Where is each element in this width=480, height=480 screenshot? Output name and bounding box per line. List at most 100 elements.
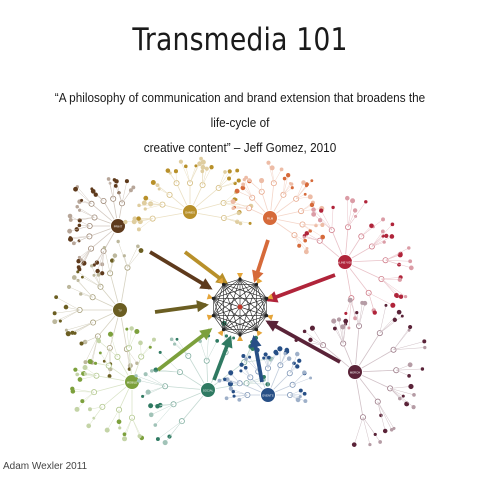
cluster-leaf <box>76 278 80 283</box>
cluster-leaf <box>77 208 82 212</box>
cluster-leaf <box>116 419 122 425</box>
cluster-twig <box>128 328 132 348</box>
cluster-leaf <box>79 292 83 296</box>
cluster-leaf <box>148 412 154 418</box>
cluster-twig <box>396 369 410 377</box>
cluster-twig <box>396 364 411 371</box>
cluster-leaf <box>237 397 242 402</box>
cluster-leaf <box>113 184 118 188</box>
slide-title: Transmedia 101 <box>132 22 348 58</box>
cluster-twig <box>112 179 115 199</box>
cluster-center-node <box>200 382 216 398</box>
cluster-leaf <box>407 328 411 332</box>
cluster-twig <box>223 217 251 224</box>
cluster-twig <box>310 339 324 346</box>
cluster-twig <box>176 339 189 357</box>
cluster-twig <box>151 404 174 416</box>
cluster-leaf <box>345 195 350 201</box>
cluster-leaf <box>162 439 168 446</box>
cluster-online-video: ONLINE VIDEO <box>302 195 414 330</box>
cluster-twig <box>389 388 404 397</box>
cluster-leaf <box>90 264 94 268</box>
cluster-leaf <box>92 263 96 267</box>
arrow-merchandise <box>265 320 341 364</box>
cluster-leaf <box>303 399 308 404</box>
cluster-twig <box>271 167 275 184</box>
cluster-twig <box>371 241 385 247</box>
cluster-leaf <box>98 351 102 355</box>
cluster-leaf <box>70 330 75 335</box>
cluster-twig <box>70 236 90 238</box>
cluster-leaf <box>138 248 144 253</box>
cluster-leaf <box>75 205 79 209</box>
cluster-twig <box>77 186 92 204</box>
cluster-leaf <box>86 423 92 429</box>
cluster-leaf <box>74 406 80 412</box>
cluster-twig <box>81 248 92 261</box>
cluster-leaf <box>116 239 120 244</box>
cluster-twig <box>289 394 301 397</box>
cluster-leaf <box>76 270 80 274</box>
arrow-shaft <box>267 320 341 364</box>
cluster-leaf <box>134 374 138 378</box>
quote-line-1: “A philosophy of communication and brand… <box>54 91 426 130</box>
cluster-leaf <box>131 185 136 190</box>
cluster-leaf <box>317 218 323 223</box>
cluster-twig <box>206 340 218 361</box>
cluster-twig <box>233 391 248 396</box>
cluster-leaf <box>407 362 413 368</box>
cluster-leaf <box>336 317 342 322</box>
cluster-leaf <box>266 160 271 165</box>
cluster-center-node <box>182 204 198 220</box>
cluster-leaf <box>231 389 235 394</box>
cluster-leaf <box>227 176 232 181</box>
hub-edge <box>213 284 224 316</box>
hub-node <box>211 314 215 318</box>
cluster-leaf <box>302 329 307 334</box>
cluster-twig <box>223 192 237 204</box>
cluster-leaf <box>248 355 252 359</box>
cluster-leaf <box>332 326 337 331</box>
cluster-leaf <box>87 407 92 412</box>
cluster-leaf <box>368 442 372 447</box>
cluster-twig <box>79 210 95 218</box>
cluster-twig <box>109 255 116 274</box>
cluster-leaf <box>228 386 234 391</box>
cluster-twig <box>312 328 324 346</box>
cluster-twig <box>283 175 289 195</box>
hub-edge <box>213 284 224 299</box>
cluster-twig <box>347 201 367 228</box>
cluster-leaf <box>172 342 177 346</box>
hub-arrow-tip <box>266 293 274 300</box>
cluster-twig <box>89 406 103 410</box>
cluster-twig <box>54 309 80 322</box>
cluster-twig <box>319 220 332 231</box>
cluster-leaf <box>67 213 73 219</box>
arrow-online-video <box>265 273 336 303</box>
cluster-twig <box>148 386 166 393</box>
cluster-leaf <box>304 184 308 188</box>
cluster-twig <box>292 372 305 385</box>
cluster-leaf <box>73 367 78 372</box>
hub-edge <box>213 284 257 299</box>
cluster-leaf <box>90 188 96 194</box>
cluster-twig <box>202 167 212 186</box>
cluster-leaf <box>305 247 309 250</box>
cluster-twig <box>115 185 123 204</box>
arrow-head <box>265 320 279 332</box>
cluster-twig <box>389 388 401 399</box>
hub-edge <box>213 315 241 336</box>
cluster-twig <box>77 374 97 376</box>
cluster-node <box>220 214 227 221</box>
cluster-twig <box>280 353 286 366</box>
cluster-leaf <box>234 188 240 194</box>
cluster-leaf <box>389 234 395 239</box>
cluster-twig <box>283 183 291 195</box>
cluster-twig <box>265 354 269 369</box>
cluster-leaf <box>52 319 58 325</box>
cluster-twig <box>371 231 384 247</box>
cluster-twig <box>362 417 371 445</box>
cluster-twig <box>77 206 95 218</box>
cluster-twig <box>379 315 403 334</box>
